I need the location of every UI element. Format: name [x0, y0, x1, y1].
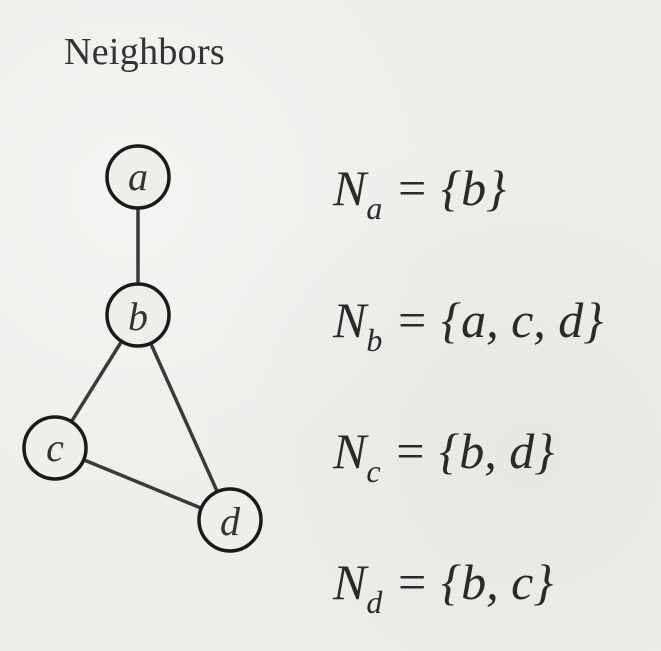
node-b: b: [105, 282, 171, 348]
eq-set: = {b, d}: [393, 423, 555, 479]
neighbors-eq-b: Nb = {a, c, d}: [333, 292, 604, 356]
edge-b-d: [136, 314, 232, 521]
eq-set: = {a, c, d}: [394, 292, 604, 348]
eq-set: = {b, c}: [394, 554, 554, 610]
neighbors-eq-a: Na = {b}: [333, 160, 507, 224]
eq-symbol: N: [333, 554, 367, 610]
eq-subscript: b: [366, 322, 383, 358]
neighbors-eq-c: Nc = {b, d}: [333, 423, 555, 487]
node-d-label: d: [220, 499, 241, 544]
node-c: c: [22, 415, 88, 481]
eq-subscript: d: [366, 584, 383, 620]
eq-symbol: N: [333, 423, 367, 479]
node-c-label: c: [46, 425, 64, 470]
eq-subscript: a: [366, 190, 383, 226]
eq-symbol: N: [333, 292, 367, 348]
node-a-label: a: [128, 154, 148, 199]
node-d: d: [197, 487, 263, 553]
slide-title: Neighbors: [64, 31, 226, 73]
eq-set: = {b}: [394, 160, 507, 216]
eq-symbol: N: [333, 160, 367, 216]
eq-subscript: c: [366, 453, 381, 489]
node-b-label: b: [128, 294, 148, 339]
node-a: a: [105, 144, 171, 210]
neighbors-eq-d: Nd = {b, c}: [333, 554, 554, 618]
